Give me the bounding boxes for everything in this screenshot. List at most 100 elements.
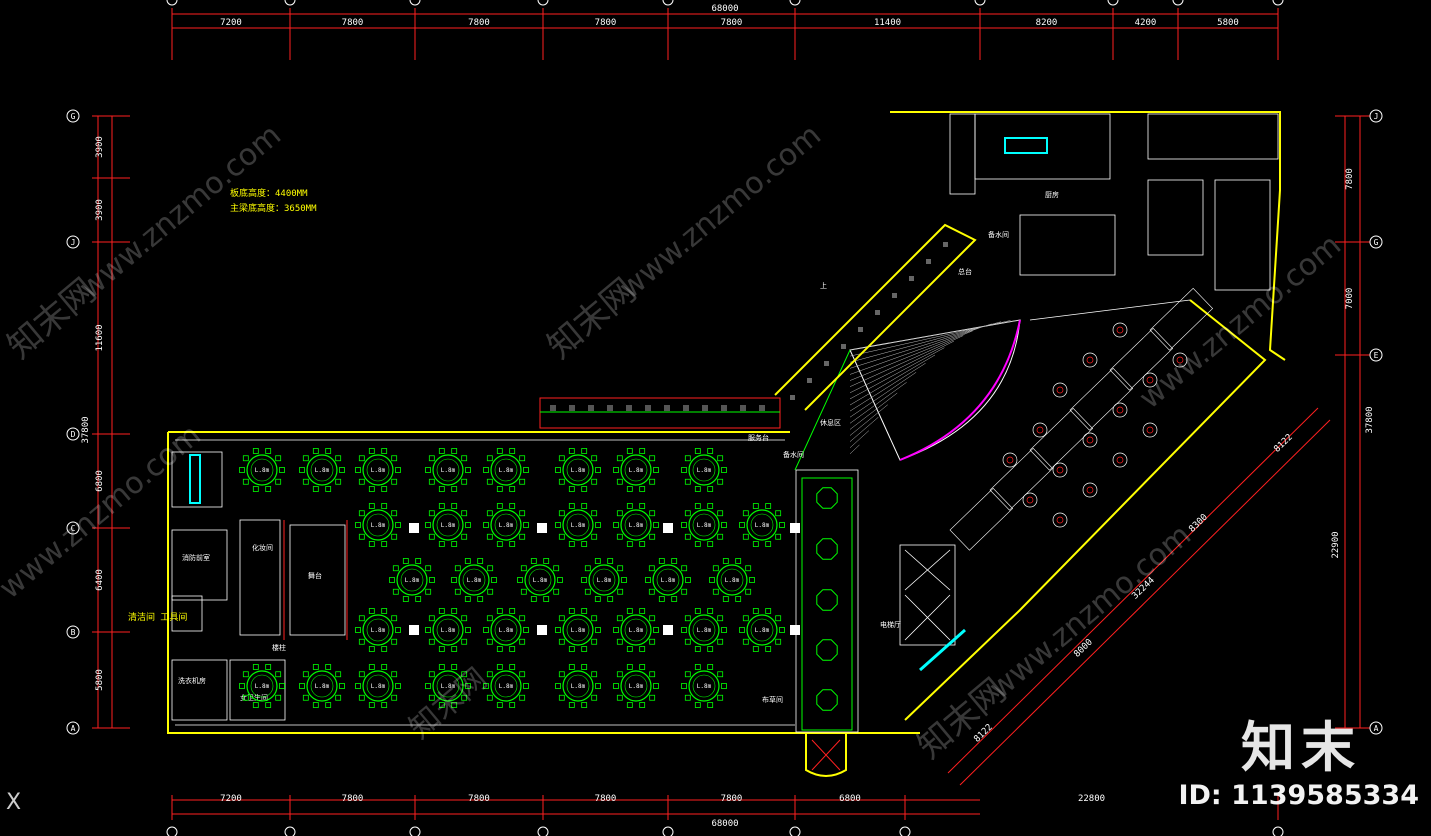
round-table: L.8m xyxy=(613,503,659,547)
bottom-dimension: 7800 xyxy=(721,794,743,804)
round-table: L.8m xyxy=(555,448,601,492)
svg-text:www.znzmo.com: www.znzmo.com xyxy=(613,118,828,307)
vip-table xyxy=(1052,512,1068,528)
connector-corridor xyxy=(550,111,1286,411)
vip-table xyxy=(1082,352,1098,368)
table-label: L.8m xyxy=(755,522,770,529)
vip-table xyxy=(1142,372,1158,388)
round-table: L.8m xyxy=(355,448,401,492)
top-dimension: 7800 xyxy=(342,18,364,28)
vip-table xyxy=(1002,452,1018,468)
round-table: L.8m xyxy=(645,558,691,602)
vip-table xyxy=(1032,422,1048,438)
room-water-room-2: 备水间 xyxy=(988,230,1009,239)
column xyxy=(537,523,547,533)
round-table: L.8m xyxy=(681,448,727,492)
left-dimension: 11600 xyxy=(95,324,105,351)
vip-table xyxy=(1052,382,1068,398)
round-table: L.8m xyxy=(299,664,345,708)
column xyxy=(409,625,419,635)
bottom-dimension: 7800 xyxy=(468,794,490,804)
round-table: L.8m xyxy=(517,558,563,602)
top-dimension: 7200 xyxy=(220,18,242,28)
vip-table xyxy=(1082,482,1098,498)
dimension-lines xyxy=(97,13,1361,815)
column xyxy=(790,523,800,533)
grid-axis-label: A xyxy=(1374,724,1379,733)
fan-hall xyxy=(794,319,1021,471)
table-label: L.8m xyxy=(629,683,644,690)
column-label: 楼柱 xyxy=(272,643,286,652)
elevator-core xyxy=(899,544,966,672)
note-beam-height: 主梁底高度：3650MM xyxy=(230,202,317,214)
vip-table xyxy=(1112,452,1128,468)
room-stage: 舞台 xyxy=(308,571,322,580)
top-dimension: 7800 xyxy=(595,18,617,28)
table-label: L.8m xyxy=(571,627,586,634)
grid-axis-label: G xyxy=(71,112,76,121)
top-dimension: 11400 xyxy=(874,18,901,28)
grid-axis-label: B xyxy=(71,628,76,637)
vip-table xyxy=(1112,402,1128,418)
diagonal-dimension: 8122 xyxy=(1272,432,1295,454)
table-label: L.8m xyxy=(499,627,514,634)
table-label: L.8m xyxy=(629,522,644,529)
room-wash-room: 洗衣机房 xyxy=(178,676,206,685)
room-bar: 服务台 xyxy=(748,433,769,442)
vip-table xyxy=(1112,322,1128,338)
round-table: L.8m xyxy=(739,608,785,652)
grid-axis-bubble xyxy=(66,427,80,441)
room-water-room: 备水间 xyxy=(783,450,804,459)
column xyxy=(790,625,800,635)
bottom-dimension: 7200 xyxy=(220,794,242,804)
grid-axis-bubble xyxy=(1369,235,1383,249)
bottom-dimension: 7800 xyxy=(595,794,617,804)
left-dimension: 6800 xyxy=(95,470,105,492)
grid-axis-bubble xyxy=(66,625,80,639)
room-kitchen: 厨房 xyxy=(1045,190,1059,199)
round-table: L.8m xyxy=(425,448,471,492)
vip-table xyxy=(1142,422,1158,438)
left-dimension: 6400 xyxy=(95,569,105,591)
vip-table xyxy=(1082,432,1098,448)
round-table: L.8m xyxy=(739,503,785,547)
left-total-dimension: 37800 xyxy=(81,416,91,443)
table-label: L.8m xyxy=(661,577,676,584)
bottom-total-dimension: 68000 xyxy=(711,819,738,829)
round-table: L.8m xyxy=(483,664,529,708)
watermark-id: ID: 1139585334 xyxy=(1178,780,1419,811)
corridor-octagon xyxy=(816,487,838,509)
round-table: L.8m xyxy=(451,558,497,602)
corridor-strip xyxy=(795,469,859,777)
stair-up-label: 上 xyxy=(820,281,827,290)
left-service-core xyxy=(171,451,348,721)
top-dimension: 7800 xyxy=(721,18,743,28)
left-dimension: 3900 xyxy=(95,199,105,221)
vip-room xyxy=(1109,327,1174,391)
grid-axis-bubble xyxy=(66,521,80,535)
room-tool-room: 清洁间 工具间 xyxy=(128,611,187,623)
grid-axis-label: E xyxy=(1374,351,1379,360)
table-label: L.8m xyxy=(467,577,482,584)
grid-axis-bubble xyxy=(1369,109,1383,123)
table-label: L.8m xyxy=(629,627,644,634)
corridor-octagon xyxy=(816,538,838,560)
round-table: L.8m xyxy=(425,503,471,547)
round-table: L.8m xyxy=(355,608,401,652)
round-table: L.8m xyxy=(299,448,345,492)
grid-axis-label: C xyxy=(71,524,76,533)
round-table: L.8m xyxy=(681,503,727,547)
table-label: L.8m xyxy=(629,467,644,474)
room-rest-area: 休息区 xyxy=(820,418,841,427)
right-total-dimension: 37800 xyxy=(1365,406,1375,433)
round-table: L.8m xyxy=(483,608,529,652)
table-label: L.8m xyxy=(371,467,386,474)
round-table: L.8m xyxy=(613,664,659,708)
bottom-dimension: 6800 xyxy=(839,794,861,804)
diagonal-dimension: 8300 xyxy=(1187,512,1210,534)
watermark-layer: 知末网 www.znzmo.com 知末网 www.znzmo.com www.… xyxy=(0,118,1348,767)
room-main-desk: 总台 xyxy=(958,267,972,276)
table-label: L.8m xyxy=(755,627,770,634)
round-table: L.8m xyxy=(389,558,435,602)
